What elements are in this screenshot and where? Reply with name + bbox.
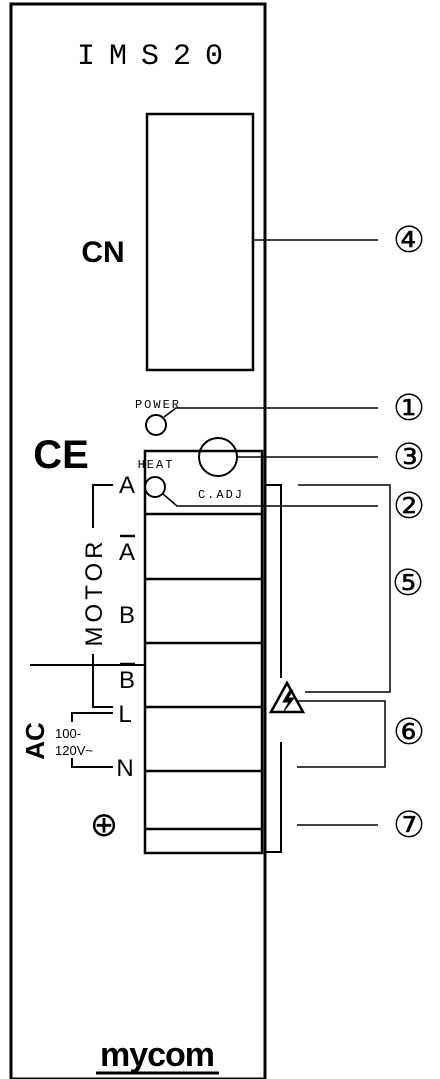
current-adjust-knob: [198, 437, 238, 477]
power-led: [145, 414, 167, 436]
ac-label: AC: [20, 722, 50, 760]
heat-led-label: HEAT: [138, 458, 175, 472]
power-led-label: POWER: [135, 398, 181, 412]
brand-logo: mycom: [100, 1036, 214, 1074]
motor-right-bracket: [265, 484, 282, 678]
cn-connector: [145, 112, 255, 372]
ce-mark: CE: [33, 433, 89, 477]
terminal-b-bar: B: [119, 667, 135, 694]
cn-label: CN: [81, 236, 124, 269]
motor-label: MOTOR: [81, 538, 108, 647]
callout-3: ③: [393, 436, 425, 477]
terminal-l: L: [118, 701, 131, 728]
terminal-n: N: [116, 755, 133, 782]
panel-outline: [9, 2, 267, 1079]
callout-line-5: [298, 484, 391, 693]
terminal-a: A: [119, 472, 135, 499]
terminal-a-bar: A: [119, 539, 135, 566]
ground-icon: ⊕: [90, 806, 119, 844]
callout-line-2: [162, 493, 378, 507]
model-title: IMS20: [77, 40, 237, 74]
callout-2: ②: [393, 485, 425, 526]
terminal-b: B: [119, 602, 135, 629]
callout-5: ⑤: [392, 562, 424, 603]
ac-voltage-line1: 100-: [55, 726, 81, 741]
callout-line-6: [297, 700, 386, 768]
callout-4: ④: [393, 219, 425, 260]
ac-right-bracket: [265, 742, 282, 853]
callout-line-1: [163, 407, 378, 418]
current-adjust-label: C.ADJ: [198, 488, 244, 502]
callout-6: ⑥: [393, 711, 425, 752]
callout-7: ⑦: [393, 804, 425, 845]
heat-led: [144, 476, 166, 498]
lightning-icon: [282, 689, 296, 712]
ac-voltage-line2: 120V~: [55, 743, 93, 758]
terminal-block: [143, 449, 264, 855]
callout-1: ①: [393, 387, 425, 428]
